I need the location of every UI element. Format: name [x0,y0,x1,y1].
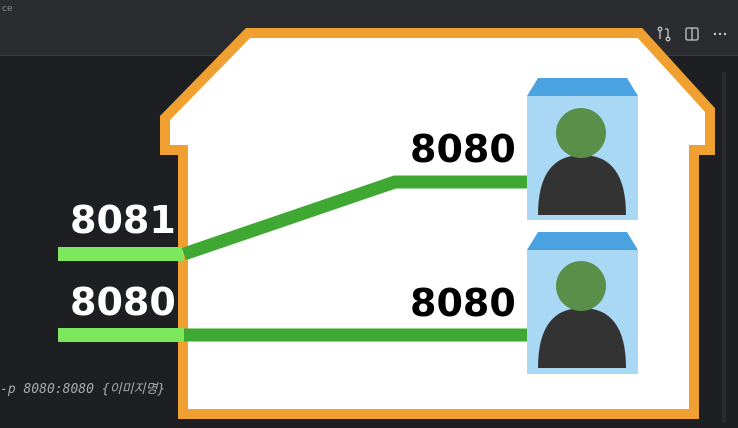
more-actions-icon[interactable] [712,26,728,42]
container-top-person-head [556,108,606,158]
container-top-person-icon [538,155,626,215]
split-editor-icon[interactable] [684,26,700,42]
code-fragment: -p 8080:8080 {이미지명} [0,382,166,397]
host-port-label-bottom: 8080 [70,280,176,324]
container-port-label-top: 8080 [410,127,516,171]
editor-scrollbar[interactable] [722,72,726,422]
editor-actions [656,26,728,42]
container-port-label-bottom: 8080 [410,281,516,325]
container-bottom-person-icon [538,308,626,368]
mapping-line-top [181,175,528,261]
container-top [527,78,638,220]
host-port-label-top: 8081 [70,198,176,242]
container-bottom [527,232,638,374]
container-bottom-person-head [556,261,606,311]
git-compare-icon[interactable] [656,26,672,42]
container-top-lid [527,78,638,96]
container-bottom-lid [527,232,638,250]
window-title-fragment: ce [2,4,13,14]
